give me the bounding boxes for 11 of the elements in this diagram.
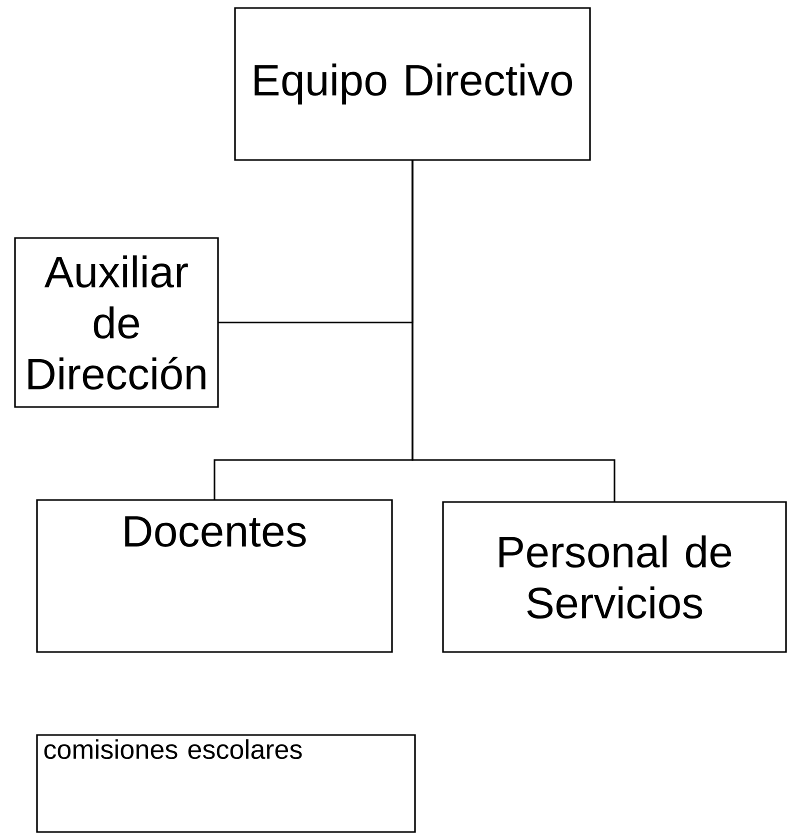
org-box <box>442 501 787 653</box>
org-box <box>14 237 219 408</box>
node-label: Equipo Directivo <box>254 63 572 105</box>
node-label: Personal de Servicios <box>499 535 732 619</box>
node-label: comisiones escolares <box>44 739 302 760</box>
org-box <box>36 734 416 833</box>
org-box <box>234 7 591 161</box>
node-label: Auxiliar de Dirección <box>28 255 206 390</box>
org-box <box>36 499 393 653</box>
node-label: Docentes <box>125 516 306 547</box>
connector-line <box>412 160 616 502</box>
